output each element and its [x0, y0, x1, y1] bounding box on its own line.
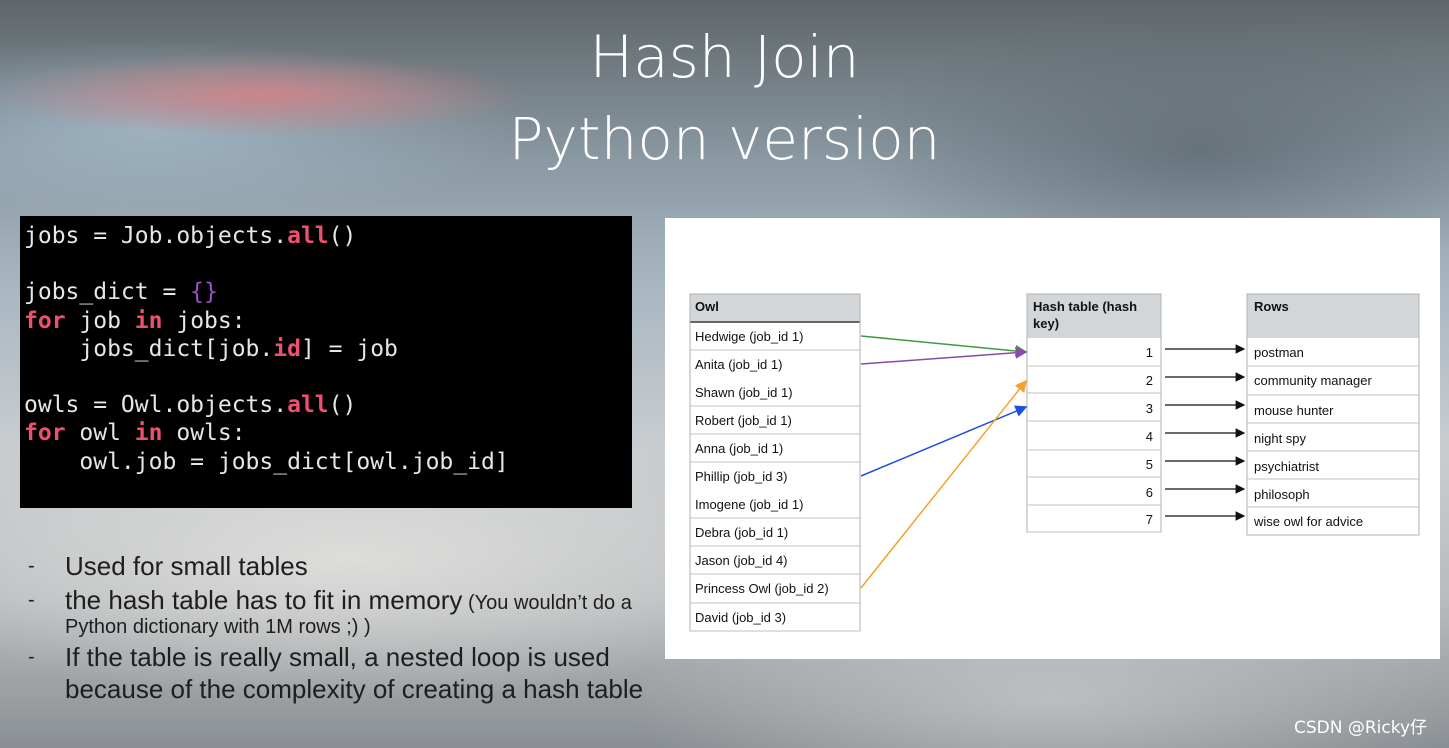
code-token: jobs_dict[job.: [24, 335, 274, 362]
row-value-label: community manager: [1254, 373, 1372, 388]
hash-table-header: [1027, 294, 1161, 338]
bullet-text: the hash table has to fit in memory: [65, 585, 463, 615]
owl-row-label: Shawn (job_id 1): [695, 385, 793, 400]
code-token: owls:: [162, 420, 246, 447]
code-token: owl.job = jobs_dict[owl.job_id]: [24, 448, 509, 475]
code-line: for job in jobs:: [24, 307, 628, 335]
hash-key-label: 6: [1146, 485, 1153, 500]
rows-table-header: [1247, 294, 1419, 338]
code-token: jobs_dict =: [24, 279, 191, 306]
row-value-label: postman: [1254, 345, 1304, 360]
bullet-item: - If the table is really small, a nested …: [24, 641, 654, 705]
hash-key-label: 2: [1146, 373, 1153, 388]
owl-header-label: Owl: [695, 299, 719, 314]
code-token: job: [65, 307, 135, 334]
owl-row-label: Hedwige (job_id 1): [695, 329, 803, 344]
code-line: owl.job = jobs_dict[owl.job_id]: [24, 448, 628, 476]
code-block: jobs = Job.objects.all()jobs_dict = {}fo…: [20, 216, 632, 508]
rows-header-label: Rows: [1254, 299, 1289, 314]
owl-row-label: Anita (job_id 1): [695, 357, 782, 372]
row-value-label: mouse hunter: [1254, 403, 1334, 418]
code-line: owls = Owl.objects.all(): [24, 391, 628, 419]
code-line: [24, 363, 628, 391]
owl-row-label: David (job_id 3): [695, 610, 786, 625]
code-token: owl: [65, 420, 135, 447]
code-line: jobs = Job.objects.all(): [24, 222, 628, 250]
row-value-label: wise owl for advice: [1253, 514, 1363, 529]
code-token: (): [328, 223, 357, 249]
bullet-text: If the table is really small, a nested l…: [65, 642, 644, 704]
hash-key-label: 1: [1146, 345, 1153, 360]
bullet-text: Used for small tables: [65, 551, 308, 581]
code-keyword: all: [287, 223, 329, 249]
hash-header-label: Hash table (hash: [1033, 299, 1137, 314]
hash-link-arrow: [860, 346, 1028, 365]
hash-key-label: 4: [1146, 429, 1153, 444]
slide-subtitle: Python version: [508, 105, 941, 173]
owl-row-label: Debra (job_id 1): [695, 525, 788, 540]
row-value-label: psychiatrist: [1254, 459, 1319, 474]
hash-link-arrow: [860, 405, 1028, 477]
code-line: for owl in owls:: [24, 419, 628, 447]
owl-table-header: [690, 294, 860, 321]
code-keyword: in: [134, 307, 163, 334]
bullet-list: - Used for small tables - the hash table ha…: [24, 550, 654, 707]
bullet-dash: -: [28, 589, 35, 611]
code-line: jobs_dict = {}: [24, 278, 628, 306]
code-line: jobs_dict[job.id] = job: [24, 335, 628, 363]
bullet-item: - Used for small tables: [24, 550, 654, 582]
owl-row-label: Imogene (job_id 1): [695, 497, 803, 512]
owl-row-label: Robert (job_id 1): [695, 413, 792, 428]
code-keyword: all: [287, 392, 329, 419]
code-line: [24, 250, 628, 278]
watermark: CSDN @Ricky仔: [1294, 718, 1428, 738]
code-token: (): [328, 392, 357, 419]
bullet-dash: -: [28, 646, 35, 668]
hash-key-label: 5: [1146, 457, 1153, 472]
bullet-item: - the hash table has to fit in memory (Yo…: [24, 584, 654, 639]
code-token: jobs = Job.objects.: [24, 223, 288, 249]
owl-row-label: Anna (job_id 1): [695, 441, 783, 456]
hash-key-label: 7: [1146, 512, 1153, 527]
row-value-label: philosoph: [1254, 487, 1310, 502]
hash-key-label: 3: [1146, 401, 1153, 416]
row-value-label: night spy: [1254, 431, 1307, 446]
code-keyword: for: [24, 420, 66, 447]
slide-title: Hash Join: [589, 23, 860, 91]
code-token: ] = job: [300, 335, 398, 362]
bullet-dash: -: [28, 555, 35, 577]
code-token: {}: [190, 279, 218, 306]
code-keyword: in: [134, 420, 163, 447]
bullet-note: (You wouldn’t do a Python dictionary wit…: [65, 592, 632, 638]
code-token: owls = Owl.objects.: [24, 392, 288, 419]
code-token: jobs:: [162, 307, 246, 334]
code-keyword: for: [24, 307, 66, 334]
owl-row-label: Princess Owl (job_id 2): [695, 581, 829, 596]
hash-link-arrow: [860, 335, 1028, 357]
owl-row-label: Jason (job_id 4): [695, 553, 788, 568]
rows-table-border: [1246, 293, 1420, 536]
hash-link-arrow: [860, 379, 1027, 589]
owl-row-label: Phillip (job_id 3): [695, 469, 788, 484]
code-keyword: id: [273, 335, 301, 362]
hash-header-label: key): [1033, 316, 1059, 331]
